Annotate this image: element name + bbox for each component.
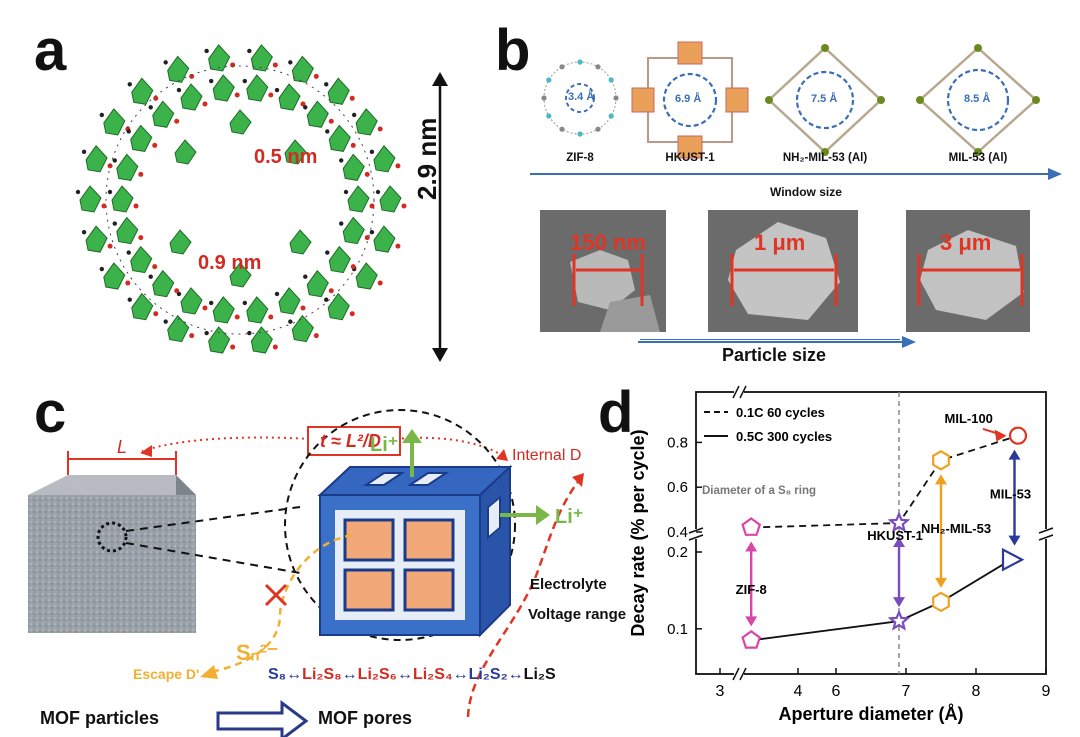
y-tick-label: 0.2 [667,544,688,561]
nh2-mil53-window-size: 7.5 Å [811,93,838,105]
particle-size-arrow [638,336,916,348]
hkust1-window-size: 6.9 Å [675,93,702,105]
y-tick-label: 0.8 [667,434,688,451]
li-ion-side-label: Li⁺ [555,506,584,528]
data-point-star [887,511,911,533]
series-line [751,434,1019,529]
nh2-mil53-structure [765,44,885,156]
chain-sep: ↔ [286,666,303,683]
x-tick-label: 3 [716,683,725,700]
species-li2s8: Li₂S₈ [302,666,342,683]
point-annotation: ZIF-8 [736,582,767,597]
x-tick-label: 7 [902,683,911,700]
x-tick-label: 9 [1042,683,1051,700]
mof-pores-label: MOF pores [318,708,413,728]
hkust1-label: HKUST-1 [665,152,715,164]
panel-b-letter: b [495,18,531,83]
mof-diffusion-schematic [28,409,584,737]
point-annotation: NH₂-MIL-53 [921,521,991,536]
data-point-star [887,609,911,631]
reaction-chain: S₈↔Li₂S₈↔Li₂S₆↔Li₂S₄↔Li₂S₂↔Li₂S [268,666,556,684]
y-axis-label: Decay rate (% per cycle) [628,429,648,636]
data-point-triangle [1001,547,1025,572]
polysulfide-label: Sₙ²⁻ [236,640,279,665]
mil53-structure [916,44,1040,156]
legend-entry: 0.1C 60 cycles [736,405,825,420]
y-tick-label: 0.6 [667,479,688,496]
zif8-structure [541,59,619,137]
point-annotation: MIL-53 [990,486,1031,501]
species-li2s6: Li₂S₆ [357,666,397,683]
data-point-hexagon [932,591,950,613]
chain-sep: ↔ [396,666,413,683]
zif8-label: ZIF-8 [566,152,594,164]
panel-c-letter: c [34,380,67,445]
point-annotation: HKUST-1 [867,528,923,543]
y-tick-label: 0.1 [667,621,688,638]
internal-diffusion-label: Internal D [512,447,582,464]
chain-sep: ↔ [507,666,524,683]
zif8-window-size: 3.4 Å [568,91,595,103]
particle-size-large: 3 μm [940,230,992,255]
pore-small-label: 0.5 nm [254,146,318,168]
species-li2s4: Li₂S₄ [412,666,453,683]
x-axis-label: Aperture diameter (Å) [778,704,963,724]
chain-sep: ↔ [341,666,358,683]
data-point-pentagon [741,629,762,649]
panel-a-letter: a [34,18,67,83]
mil53-window-size: 8.5 Å [964,93,991,105]
pore-large-label: 0.9 nm [198,252,262,274]
x-tick-label: 6 [832,683,841,700]
x-tick-label: 4 [794,683,803,700]
voltage-range-label: Voltage range [528,606,627,623]
series-line [751,558,1012,642]
species-s8: S₈ [268,666,287,683]
particle-size-medium: 1 μm [754,230,806,255]
sem-image-small [540,210,666,332]
diffusion-formula: t ≈ L²/D [320,431,381,451]
species-li2s2: Li₂S₂ [468,666,508,683]
li-ion-top-label: Li⁺ [370,434,399,456]
panel-d-letter: d [598,380,634,445]
particle-size-axis-label: Particle size [722,345,827,365]
mof-cage-structure [75,44,407,354]
data-point-hexagon [932,450,950,471]
chain-sep: ↔ [452,666,469,683]
data-point-circle [1008,426,1028,445]
mil53-label: MIL-53 (Al) [948,152,1008,164]
legend-entry: 0.5C 300 cycles [736,429,832,444]
cage-size-arrow [432,72,448,362]
cage-size-label: 2.9 nm [412,117,442,200]
sem-scale-arrows [572,254,1024,340]
point-annotation: MIL-100 [945,411,993,426]
window-structures [530,41,1062,180]
hkust1-structure [631,41,749,159]
data-point-pentagon [741,517,762,536]
nh2-mil53-label: NH₂-MIL-53 (Al) [782,152,868,164]
x-tick-label: 8 [972,683,981,700]
species-li2s: Li₂S [523,666,556,683]
s8-ring-label: Diameter of a S₈ ring [702,485,816,497]
particle-size-small: 150 nm [570,230,646,255]
mof-particles-label: MOF particles [40,708,160,728]
y-tick-label: 0.4 [667,524,688,541]
window-size-axis-label: Window size [770,185,842,199]
escape-label: Escape D' [133,666,200,682]
length-label: L [117,437,128,457]
electrolyte-label: Electrolyte [530,576,607,593]
